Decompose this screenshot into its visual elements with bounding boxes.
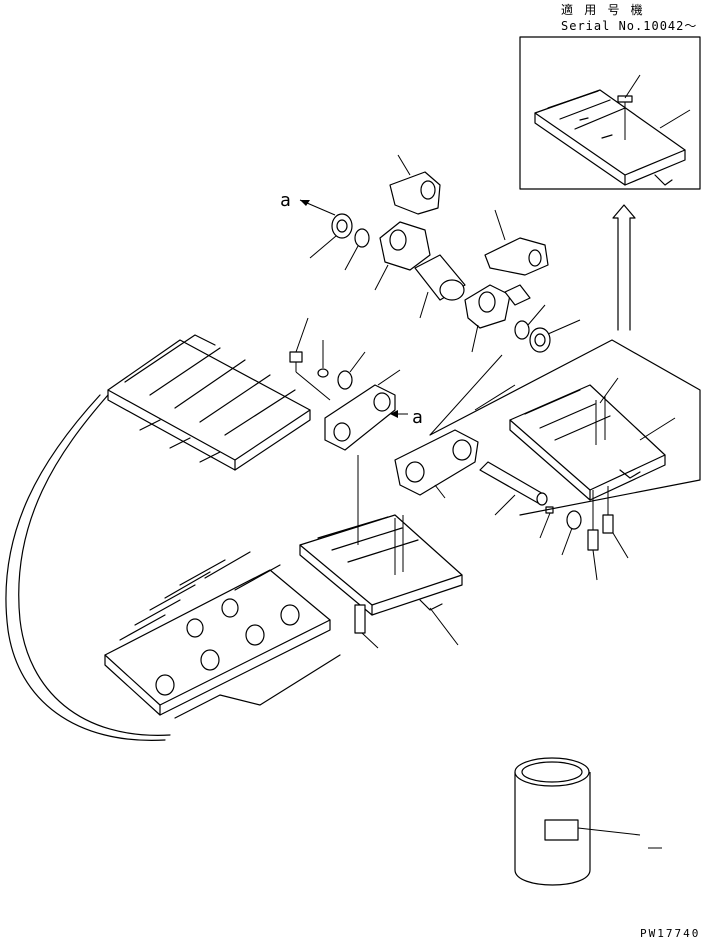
snap-ring-lower: [561, 510, 582, 556]
link-half-upper-right: [464, 284, 531, 353]
pin-small: [289, 317, 331, 401]
washer-right: [514, 304, 546, 340]
track-assembly: [5, 334, 341, 741]
serial-range-header-jp: 適 用 号 機: [561, 2, 645, 17]
bushing-cover-upper: [389, 154, 441, 215]
grease-can: [514, 757, 662, 886]
view-a-label-upper: a: [280, 190, 291, 211]
track-link-lower: [394, 429, 479, 499]
spacer: [317, 340, 329, 378]
master-pin: [479, 461, 548, 516]
shoe-bolt-right-2: [602, 486, 629, 559]
snap-ring-upper: [337, 351, 366, 390]
track-shoe-frame: [429, 339, 701, 516]
view-a-arrow-middle: [390, 410, 408, 418]
master-link-middle: [324, 369, 401, 451]
arrow-to-inset: [612, 204, 636, 331]
pin-plug: [539, 506, 554, 539]
link-half-upper-left: [374, 221, 431, 291]
inset-frame: [519, 36, 701, 190]
shoe-bolt-right-1: [587, 490, 599, 581]
washer-upper: [344, 228, 370, 271]
track-shoe-right: [509, 377, 676, 501]
bushing: [414, 254, 466, 319]
inset-track-shoe: [534, 74, 691, 186]
view-a-label-middle: a: [412, 407, 423, 428]
nut-upper: [309, 213, 353, 259]
serial-range-header: Serial No.10042～: [561, 19, 697, 33]
shoe-block-upper-right: [484, 209, 549, 276]
nut-right: [529, 319, 581, 353]
view-a-arrow-upper: [299, 199, 336, 216]
shoe-bolt-middle: [354, 604, 379, 649]
drawing-code: PW17740: [640, 927, 700, 940]
track-shoe-middle: [299, 455, 463, 646]
